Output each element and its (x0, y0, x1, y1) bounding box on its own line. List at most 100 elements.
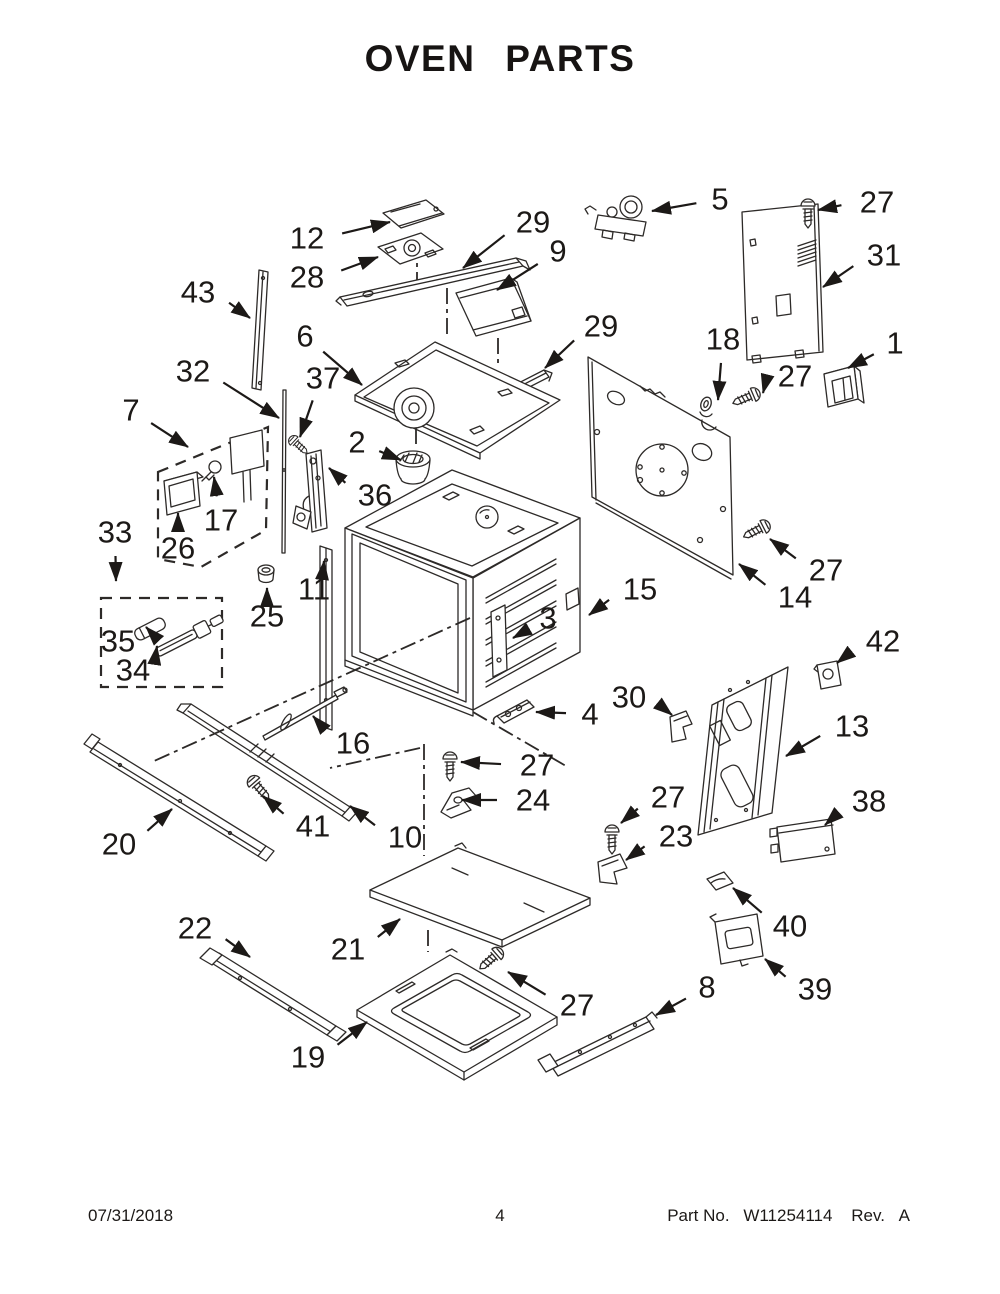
callout-25: 25 (250, 587, 284, 634)
part-18-grommet (699, 396, 713, 418)
part-27-screw-bottom (474, 943, 508, 975)
callout-label-22: 22 (178, 911, 212, 946)
callout-3: 3 (512, 601, 557, 639)
callout-arrow-12 (341, 219, 391, 235)
part-27-screw-center (442, 751, 458, 782)
callout-arrow-13 (785, 734, 821, 757)
callout-label-20: 20 (102, 827, 136, 862)
callout-32: 32 (176, 354, 280, 419)
callout-label-17: 17 (204, 503, 238, 538)
callout-15: 15 (588, 572, 657, 616)
callout-arrow-41 (262, 795, 285, 815)
callout-36: 36 (328, 467, 392, 513)
callout-31: 31 (822, 238, 901, 288)
callout-arrow-27 (760, 372, 775, 394)
callout-label-24: 24 (516, 783, 550, 818)
callout-arrow-29 (462, 234, 506, 269)
callout-label-42: 42 (866, 624, 900, 659)
callout-arrow-27 (769, 538, 797, 560)
callout-27: 27 (460, 748, 554, 783)
callout-arrow-35 (145, 626, 165, 646)
callout-arrow-27 (460, 755, 502, 770)
part-cavity-box (319, 469, 581, 731)
callout-arrow-36 (328, 467, 348, 486)
callout-41: 41 (262, 795, 330, 844)
callout-label-39: 39 (798, 972, 832, 1007)
callout-label-3: 3 (539, 601, 556, 636)
callout-label-12: 12 (290, 221, 324, 256)
callout-arrow-6 (322, 350, 363, 386)
part-35-insulator (134, 617, 166, 641)
part-27-screw-rear-top (729, 384, 763, 411)
callout-label-16: 16 (336, 726, 370, 761)
part-32-rod (281, 389, 287, 554)
footer-date: 07/31/2018 (88, 1206, 174, 1225)
callout-22: 22 (178, 911, 251, 958)
callout-arrow-39 (764, 958, 787, 978)
part-29-rail-front (335, 257, 531, 307)
callout-43: 43 (181, 275, 251, 319)
callout-label-15: 15 (623, 572, 657, 607)
callout-34: 34 (116, 645, 162, 688)
footer-rev: A (898, 1206, 910, 1225)
part-1-bracket (823, 365, 865, 408)
callout-label-13: 13 (835, 709, 869, 744)
callout-arrow-18 (712, 362, 727, 401)
part-5-latch-motor (584, 195, 647, 242)
callout-arrow-20 (146, 808, 173, 832)
part-27-screw-right (604, 824, 620, 855)
part-25-grommet (257, 564, 275, 584)
callout-27: 27 (817, 185, 894, 220)
part-16-probe (262, 686, 348, 741)
callout-27: 27 (769, 538, 843, 588)
callout-arrow-27 (620, 805, 640, 824)
callout-label-31: 31 (867, 238, 901, 273)
callout-label-11: 11 (298, 572, 330, 607)
callout-label-25: 25 (250, 599, 284, 634)
callout-arrow-10 (349, 805, 376, 827)
footer-rev-label: Rev. (851, 1206, 885, 1225)
callout-5: 5 (651, 182, 729, 217)
callout-label-8: 8 (698, 970, 715, 1005)
part-20-trim-rail (83, 733, 275, 862)
callout-38: 38 (824, 784, 886, 826)
callout-arrow-28 (340, 255, 379, 272)
part-7-control-kit-box (156, 425, 270, 569)
callout-arrow-2 (378, 446, 402, 462)
callout-label-1: 1 (886, 326, 903, 361)
part-19-bottom-panel (356, 948, 558, 1081)
callout-arrow-16 (312, 715, 331, 735)
callout-label-2: 2 (348, 425, 365, 460)
callout-arrow-38 (824, 807, 844, 826)
callout-label-30: 30 (612, 680, 646, 715)
part-27-screw-rear-side (739, 516, 774, 544)
callout-label-19: 19 (291, 1040, 325, 1075)
callout-arrow-19 (336, 1021, 368, 1046)
callout-arrow-37 (298, 400, 314, 438)
page-title: OVEN PARTS (364, 38, 636, 79)
callout-label-35: 35 (101, 624, 135, 659)
callout-arrow-32 (222, 381, 280, 419)
callout-37: 37 (298, 361, 340, 438)
part-31-panel (741, 203, 824, 364)
callout-label-9: 9 (549, 234, 566, 269)
callout-28: 28 (290, 255, 379, 295)
part-34-igniter (155, 614, 224, 657)
callout-6: 6 (296, 319, 363, 386)
callout-1: 1 (847, 326, 904, 369)
callout-18: 18 (706, 322, 740, 401)
callout-27: 27 (507, 971, 594, 1023)
callout-19: 19 (291, 1021, 368, 1075)
part-42-cover (813, 660, 842, 690)
callout-42: 42 (836, 624, 900, 664)
part-33-igniter-kit-box (99, 596, 224, 689)
callout-label-27: 27 (778, 359, 812, 394)
callout-label-27: 27 (651, 780, 685, 815)
part-13-lower-rear-panel (697, 666, 789, 836)
callout-arrow-21 (377, 918, 401, 938)
callout-arrow-34 (147, 645, 162, 666)
callout-arrow-9 (496, 263, 539, 291)
part-6-top-panel (354, 341, 561, 460)
callout-arrow-14 (738, 563, 767, 586)
